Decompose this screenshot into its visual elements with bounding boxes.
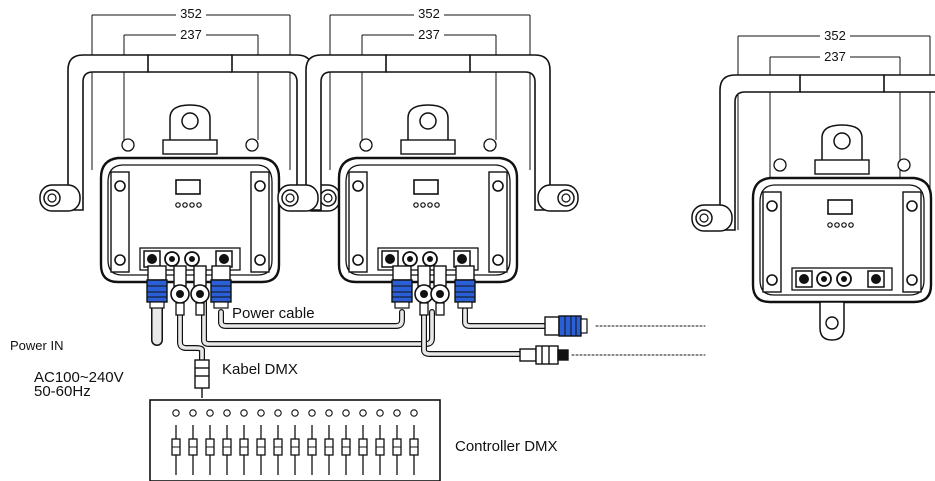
xlr-connector-icon [170, 265, 190, 316]
spotlight-fixture-icon [276, 53, 580, 284]
powercon-connector-icon [544, 315, 588, 337]
dim-outer-1: 352 [180, 6, 202, 21]
dim-outer-3: 352 [824, 28, 846, 43]
powercon-connector-icon [391, 265, 413, 309]
controller-label: Controller DMX [455, 438, 558, 455]
dim-outer-2: 352 [418, 6, 440, 21]
xlr-connector-icon [414, 265, 434, 316]
dim-inner-3: 237 [824, 49, 846, 64]
xlr-connector-icon [194, 359, 210, 398]
powercon-connector-icon [210, 265, 232, 309]
power-in-label: Power IN [10, 338, 63, 353]
dim-inner-1: 237 [180, 27, 202, 42]
xlr-connector-icon [519, 345, 569, 365]
power-cable-label: Power cable [232, 305, 315, 322]
dmx-console-icon [149, 399, 441, 481]
powercon-connector-icon [454, 265, 476, 309]
xlr-connector-icon [430, 265, 450, 316]
spotlight-fixture-icon [38, 53, 342, 284]
voltage-label: AC100~240V [34, 369, 124, 386]
dmx-cable-label: Kabel DMX [222, 361, 298, 378]
dim-inner-2: 237 [418, 27, 440, 42]
spotlight-fixture-icon [690, 73, 935, 341]
cables [151, 299, 706, 383]
dimension-labels: 352 237 352 237 352 237 [176, 5, 850, 64]
frequency-label: 50-60Hz [34, 383, 91, 400]
powercon-connector-icon [146, 265, 168, 309]
